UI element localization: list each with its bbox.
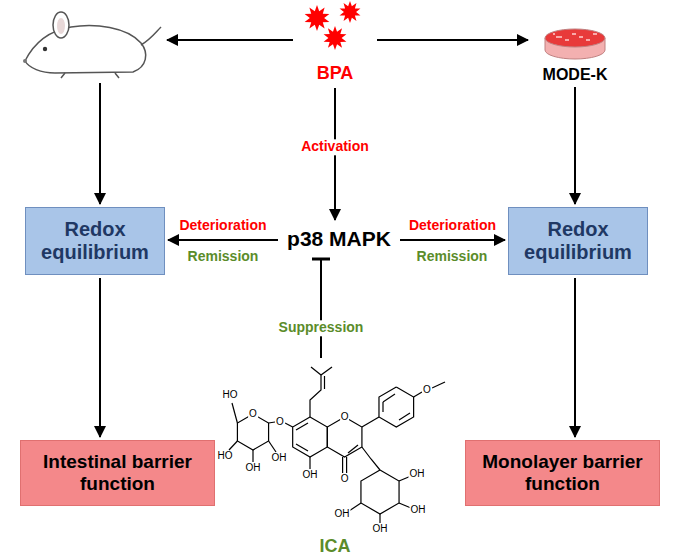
- splash-icon: [340, 1, 361, 23]
- bond-line: [229, 441, 237, 450]
- bond-line: [349, 503, 361, 511]
- bond-line: [309, 457, 310, 469]
- atom-label: OH: [410, 505, 427, 515]
- bond-line: [346, 457, 347, 473]
- bond-line: [311, 367, 321, 375]
- effect-label: Remission: [186, 249, 261, 264]
- edge-label: Deterioration: [407, 218, 498, 233]
- arrow-connector: [99, 278, 101, 437]
- atom-label: O: [275, 417, 285, 427]
- atom-label: O: [422, 385, 432, 395]
- bond-line: [232, 403, 237, 423]
- bond-line: [361, 470, 399, 514]
- bond-line: [379, 387, 414, 427]
- bond-line: [383, 394, 395, 402]
- bond-line: [296, 423, 308, 430]
- petri-dish: [545, 29, 605, 59]
- bond-line: [293, 417, 328, 457]
- atom-label: OH: [302, 470, 319, 480]
- node-text: p38 MAPK: [287, 227, 391, 251]
- node-text: Redox equilibrium: [517, 218, 639, 264]
- node-text: MODE-K: [543, 66, 608, 84]
- bond-line: [296, 444, 308, 451]
- pathway-node: p38 MAPK: [281, 224, 397, 254]
- bond-line: [321, 367, 332, 375]
- bond-line: [399, 413, 410, 420]
- bond-line: [432, 382, 445, 388]
- arrow-connector: [168, 239, 278, 241]
- bpa-agent: BPA: [295, 0, 375, 84]
- compound-structure: ICAHOOOHOOHOHOOHOOOHOHOHOH: [215, 332, 455, 557]
- process-box: Redox equilibrium: [25, 207, 165, 275]
- bond-line: [379, 514, 380, 523]
- bond-line: [310, 375, 321, 417]
- bond-line: [382, 402, 383, 412]
- edge-label: Suppression: [277, 321, 366, 336]
- atom-label: HO: [222, 390, 239, 400]
- arrow-connector: [574, 278, 576, 437]
- effect-label: Remission: [415, 249, 490, 264]
- bond-line: [252, 450, 253, 462]
- bond-line: [414, 392, 422, 397]
- edge-label: Activation: [299, 140, 371, 155]
- bond-line: [327, 417, 362, 457]
- edge-label: Deterioration: [177, 218, 268, 233]
- bond-line: [362, 447, 380, 470]
- process-box: Redox equilibrium: [508, 207, 648, 275]
- splash-icon: [324, 26, 347, 50]
- splash-icon: [305, 5, 330, 31]
- arrow-connector: [574, 87, 576, 204]
- inhibition-line: [320, 259, 322, 358]
- atom-label: O: [340, 474, 350, 484]
- atom-label: OH: [245, 463, 262, 473]
- bond-line: [285, 423, 293, 427]
- bond-line: [269, 441, 276, 452]
- cell-culture-dish: MODE-K: [530, 20, 620, 84]
- arrow-connector: [400, 239, 505, 241]
- bond-line: [269, 422, 275, 423]
- bond-line: [324, 376, 325, 389]
- node-text: ICA: [320, 536, 351, 557]
- atom-label: O: [248, 409, 258, 419]
- mouse-drawing: [15, 5, 165, 80]
- arrow-connector: [167, 39, 293, 41]
- atom-label: OH: [409, 469, 426, 479]
- atom-label: OH: [334, 509, 351, 519]
- bond-line: [362, 417, 379, 427]
- mol-drawing: [215, 332, 455, 557]
- mouse-illustration: [15, 5, 165, 80]
- node-text: Intestinal barrier function: [29, 451, 206, 495]
- arrow-connector: [377, 39, 528, 41]
- arrow-connector: [99, 83, 101, 204]
- atom-label: OH: [372, 524, 389, 534]
- outcome-box: Monolayer barrier function: [465, 440, 660, 506]
- outcome-box: Intestinal barrier function: [20, 440, 215, 506]
- node-text: Monolayer barrier function: [474, 451, 651, 495]
- atom-label: OH: [271, 453, 288, 463]
- node-text: BPA: [317, 63, 354, 84]
- bond-line: [237, 414, 268, 450]
- atom-label: O: [340, 412, 350, 422]
- node-text: Redox equilibrium: [34, 218, 156, 264]
- bond-line: [342, 457, 343, 473]
- bond-line: [348, 445, 358, 453]
- atom-label: HO: [217, 451, 234, 461]
- mouse-figure: [23, 12, 161, 78]
